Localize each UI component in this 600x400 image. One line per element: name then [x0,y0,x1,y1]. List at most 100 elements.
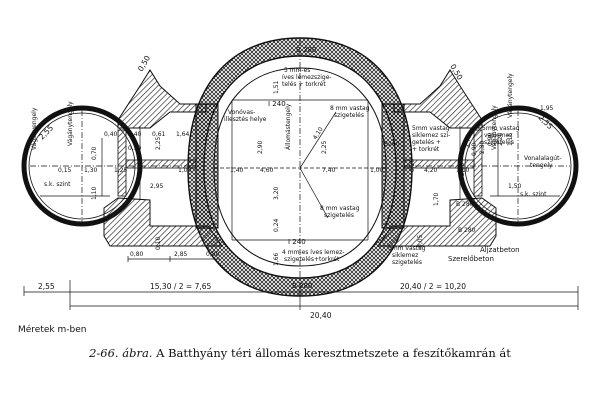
dim-115: 1,15 [507,132,514,146]
dim-090b: 0,90 [487,132,494,146]
dim-460: 4,60 [260,167,274,174]
label-top-shell: B 280 [296,46,316,54]
label-vonal-2: tengely [530,162,553,169]
dim-195: 1,95 [540,105,554,112]
dim-100-right: 1,00 [456,167,470,174]
left-pillar [195,103,219,229]
dim-200: 2,00 [459,162,466,176]
dim-375: 3,75 [465,134,472,148]
dim-230: 2,30 [479,140,486,154]
dim-bottom-255: 2,55 [38,282,55,291]
dim-295: 2,95 [150,183,164,190]
bottom-dimension-lines [23,256,579,310]
dim-130: 1,30 [84,167,98,174]
dim-040-a: 0,40 [104,131,118,138]
label-szerelo: Szerelőbeton [448,254,494,263]
dim-170: 1,70 [433,192,440,206]
label-right-5mm-1: 5mm vastag [412,125,450,132]
dim-166: 1,66 [273,252,280,266]
label-vonal-1: Vonalalagút- [524,155,562,162]
figure-caption: 2-66. ábra. A Batthyány téri állomás ker… [0,346,600,360]
dim-140-left: 1,40 [230,167,244,174]
dim-151: 1,51 [273,80,280,94]
label-insul-8mm-mid-2: szigetelés [324,212,354,219]
units-note: Méretek m-ben [18,325,87,335]
dim-740: 7,40 [322,167,336,174]
dim-225: 2,25 [155,136,162,150]
label-insul-8mm-top-1: 8 mm vastag [330,105,370,112]
dim-070: 0,70 [91,146,98,160]
caption-number: 2-66. ábra. [89,346,153,360]
dim-290: 2,90 [257,140,264,154]
dim-125: 1,25 [114,167,128,174]
dim-015: 0,15 [58,167,72,174]
label-insul-top-3: telés + torkrét [282,81,326,88]
label-insul-top-1: 5 mm-es [284,67,310,74]
label-vonovas2: illesztés helye [224,116,267,123]
label-insul-8mm-top-2: szigetelés [334,112,364,119]
label-insul-top-2: íves lemezszige- [282,74,332,81]
label-insul-bot-1: 4 mm-es íves lemez- [282,249,344,256]
dim-150: 1,50 [508,183,522,190]
dim-bottom-1530: 15,30 / 2 = 7,65 [150,282,212,291]
label-i240-top: I 240 [268,100,286,108]
dim-bottom-2040: 20,40 [310,311,332,320]
dim-010: 0,10 [155,236,162,250]
internal-lines [30,40,570,296]
label-insul-bot-2: szigetelés+torkrét [284,256,340,263]
label-left-profile: Vágányengely [31,107,38,150]
label-right-profile: Vágánytengely [491,105,498,150]
label-vonovas: Vonóvas- [228,109,255,116]
dim-bottom-2040-half: 20,40 / 2 = 10,20 [400,282,466,291]
right-slab [403,159,475,169]
dim-040-b: 0,40 [128,131,142,138]
label-bottom-5mm-3: szigetelés [392,259,422,266]
dim-110: 1,10 [91,186,98,200]
dim-285: 2,85 [174,251,188,258]
label-right-b280-a: B280 [384,141,400,148]
label-bottom-shell: B 280 [292,282,312,290]
dim-050-c: 0,50 [128,145,142,152]
right-upper-wall [393,69,483,129]
dim-080-left: 0,80 [130,251,144,258]
dim-024: 0,24 [273,218,280,232]
label-far-5mm-1: 5mm vastag [482,125,520,132]
dim-225b: 2,25 [321,140,328,154]
dim-020: 0,20 [409,158,416,172]
label-far-5mm-2: vaslemez [484,132,512,139]
caption-text: A Batthyány téri állomás keresztmetszete… [152,346,511,360]
right-pillar [381,103,405,229]
dim-080-mid: 0,80 [206,251,220,258]
label-right-5mm-3: getelés + [412,139,441,146]
label-sk-right: s.k. szint [520,191,547,198]
label-right-5mm-2: siklemez szi- [412,132,450,139]
label-right-profile2: Vágánytengely [507,73,514,118]
dim-320: 3,20 [273,186,280,200]
left-slab [125,159,197,169]
label-right-b280-c: B 280 [458,227,476,234]
label-right-b280-b: B 280 [456,201,474,208]
left-column [117,129,127,197]
label-far-5mm-3: szigetelés [484,139,514,146]
label-bottom-5mm-2: siklemez [392,252,418,259]
dim-100-mid: 1,00 [370,167,384,174]
dim-420: 4,20 [424,167,438,174]
label-bottom-5mm-1: 5mm vastag [388,245,426,252]
dim-220: 2,20 [497,132,504,146]
label-i240-bottom: I 240 [288,238,306,246]
label-aljzat: Aljzatbeton [480,246,520,254]
dim-005: 0,05 [417,234,424,248]
dim-090: 0,90 [471,142,478,156]
dim-061: 0,61 [152,131,166,138]
label-right-5mm-4: + torkrét [412,146,440,153]
right-column [473,129,483,197]
dim-100-left: 1,00 [178,167,192,174]
label-station-axis: Állomástengely [285,103,292,150]
left-upper-wall [117,69,207,129]
label-insul-8mm-mid-1: 8 mm vastag [320,205,360,212]
dim-164: 1,64 [176,131,190,138]
dim-410: 4,10 [312,126,325,141]
label-left-profile2: Vágánytengely [67,101,74,146]
label-sk-left: s.k. szint [44,181,71,188]
